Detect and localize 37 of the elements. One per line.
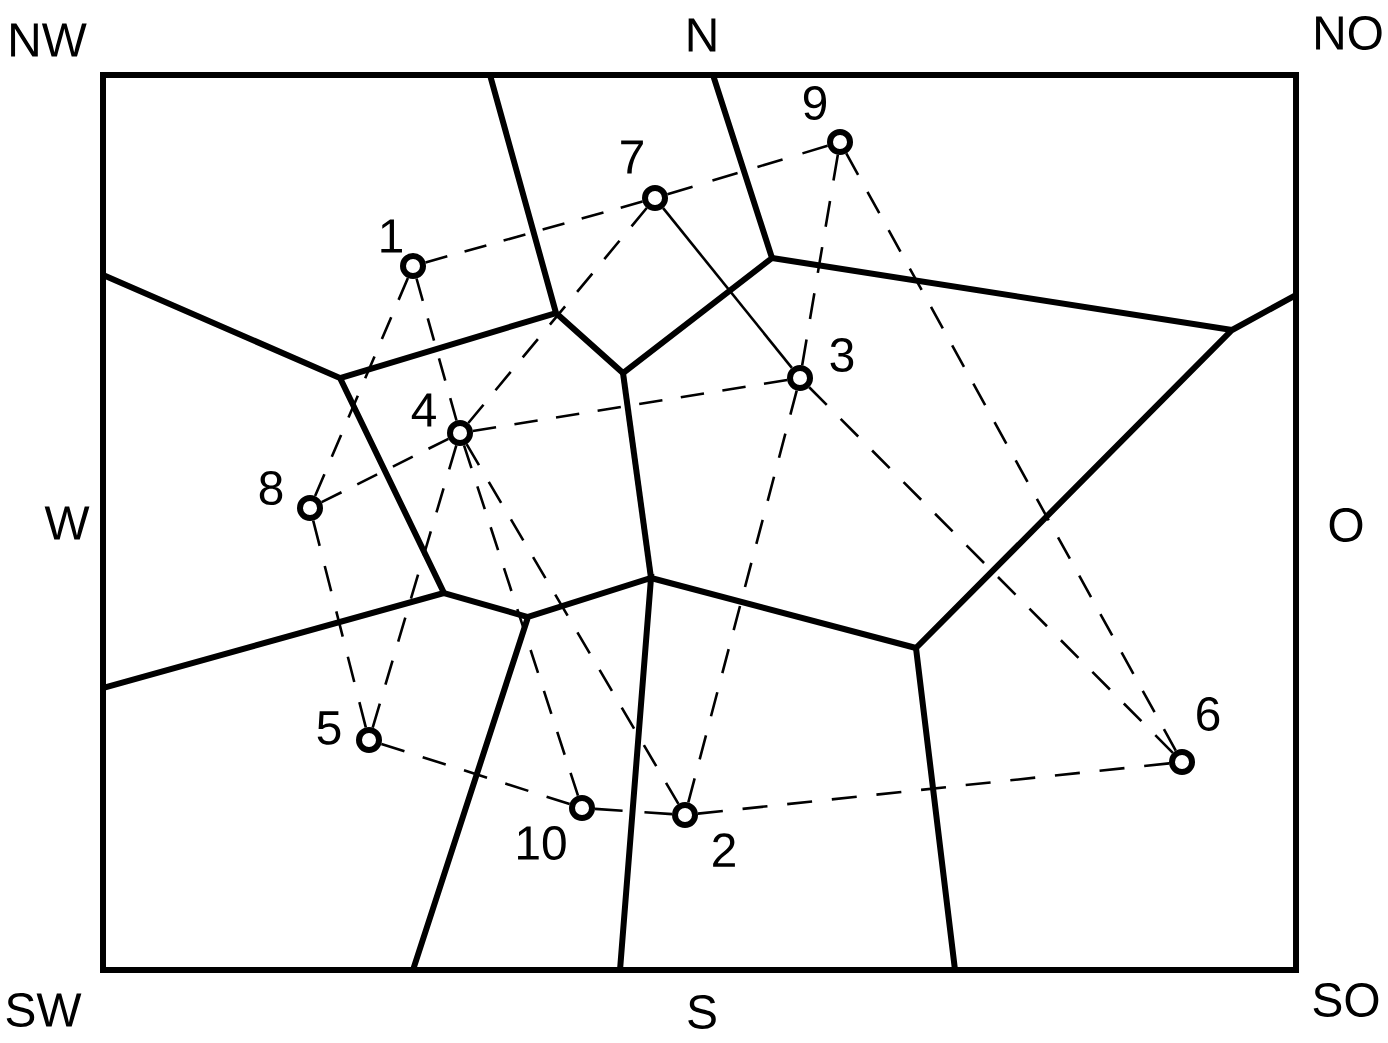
dashed-line bbox=[311, 520, 368, 728]
direction-label: SW bbox=[6, 993, 82, 1027]
point-number: 2 bbox=[713, 833, 735, 867]
dashed-line bbox=[462, 444, 580, 797]
dashed-line bbox=[381, 742, 571, 806]
point-number: 9 bbox=[803, 86, 827, 120]
dashed-line bbox=[467, 207, 648, 424]
dashed-line bbox=[472, 378, 788, 433]
point-number: 6 bbox=[1197, 697, 1220, 731]
direction-label: NW bbox=[11, 23, 87, 57]
point-number: 8 bbox=[259, 471, 283, 505]
direction-label: N bbox=[688, 18, 716, 52]
dashed-line bbox=[697, 762, 1170, 815]
direction-label: O bbox=[1329, 508, 1363, 542]
dashed-line bbox=[425, 200, 643, 264]
dashed-line bbox=[594, 807, 673, 816]
point-number: 5 bbox=[317, 711, 341, 745]
dashed-line bbox=[808, 386, 1174, 754]
point-number: 7 bbox=[621, 140, 643, 174]
dashed-line bbox=[800, 154, 840, 366]
dashed-line bbox=[687, 390, 798, 803]
point-number: 4 bbox=[411, 393, 436, 427]
point-number: 10 bbox=[518, 826, 566, 860]
direction-label: NO bbox=[1316, 16, 1382, 50]
dashed-line bbox=[371, 445, 458, 728]
direction-label: SO bbox=[1313, 983, 1379, 1017]
dashed-line bbox=[321, 437, 449, 504]
dashed-line bbox=[313, 277, 410, 497]
direction-label: S bbox=[688, 995, 716, 1029]
connector-line bbox=[662, 207, 793, 369]
dashed-line bbox=[667, 144, 828, 196]
direction-label: W bbox=[44, 506, 90, 540]
dashed-line bbox=[465, 443, 680, 805]
dashed-line bbox=[845, 152, 1177, 752]
point-number: 1 bbox=[381, 219, 402, 253]
point-number: 3 bbox=[830, 338, 854, 372]
dashed-line bbox=[415, 278, 458, 421]
